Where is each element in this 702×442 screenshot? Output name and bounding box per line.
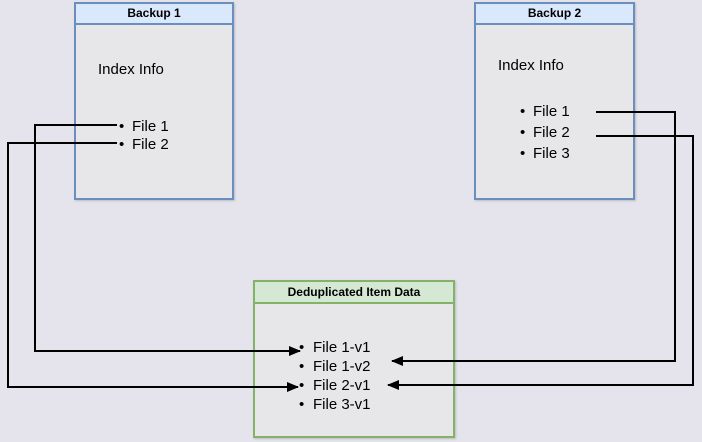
backup1-box: Backup 1 <box>74 2 234 200</box>
bullet-icon <box>520 124 533 141</box>
backup1-file-item: File 1 <box>119 117 169 135</box>
dedup-item: File 2-v1 <box>299 376 371 395</box>
backup2-file-item: File 3 <box>520 143 570 164</box>
backup2-file-list: File 1 File 2 File 3 <box>520 101 570 164</box>
backup2-file-item: File 2 <box>520 122 570 143</box>
file-label: File 1-v2 <box>313 358 371 375</box>
backup2-file-item: File 1 <box>520 101 570 122</box>
file-label: File 1 <box>132 117 169 135</box>
file-label: File 1 <box>533 103 570 120</box>
file-label: File 2 <box>533 124 570 141</box>
bullet-icon <box>520 103 533 120</box>
backup2-index-info-label: Index Info <box>498 57 564 74</box>
dedup-title: Deduplicated Item Data <box>255 282 453 304</box>
bullet-icon <box>299 377 313 394</box>
backup1-file-item: File 2 <box>119 135 169 153</box>
backup1-file-list: File 1 File 2 <box>119 117 169 153</box>
bullet-icon <box>299 396 313 413</box>
bullet-icon <box>119 136 132 153</box>
bullet-icon <box>520 145 533 162</box>
backup1-title: Backup 1 <box>76 4 232 25</box>
dedup-item: File 1-v1 <box>299 338 371 357</box>
dedup-item: File 3-v1 <box>299 395 371 414</box>
file-label: File 3-v1 <box>313 396 371 413</box>
backup1-index-info-label: Index Info <box>98 61 164 78</box>
file-label: File 3 <box>533 145 570 162</box>
backup2-title: Backup 2 <box>476 4 633 25</box>
file-label: File 2-v1 <box>313 377 371 394</box>
dedup-item-list: File 1-v1 File 1-v2 File 2-v1 File 3-v1 <box>299 338 371 414</box>
bullet-icon <box>299 339 313 356</box>
dedup-item: File 1-v2 <box>299 357 371 376</box>
file-label: File 2 <box>132 135 169 153</box>
file-label: File 1-v1 <box>313 339 371 356</box>
bullet-icon <box>299 358 313 375</box>
bullet-icon <box>119 118 132 135</box>
